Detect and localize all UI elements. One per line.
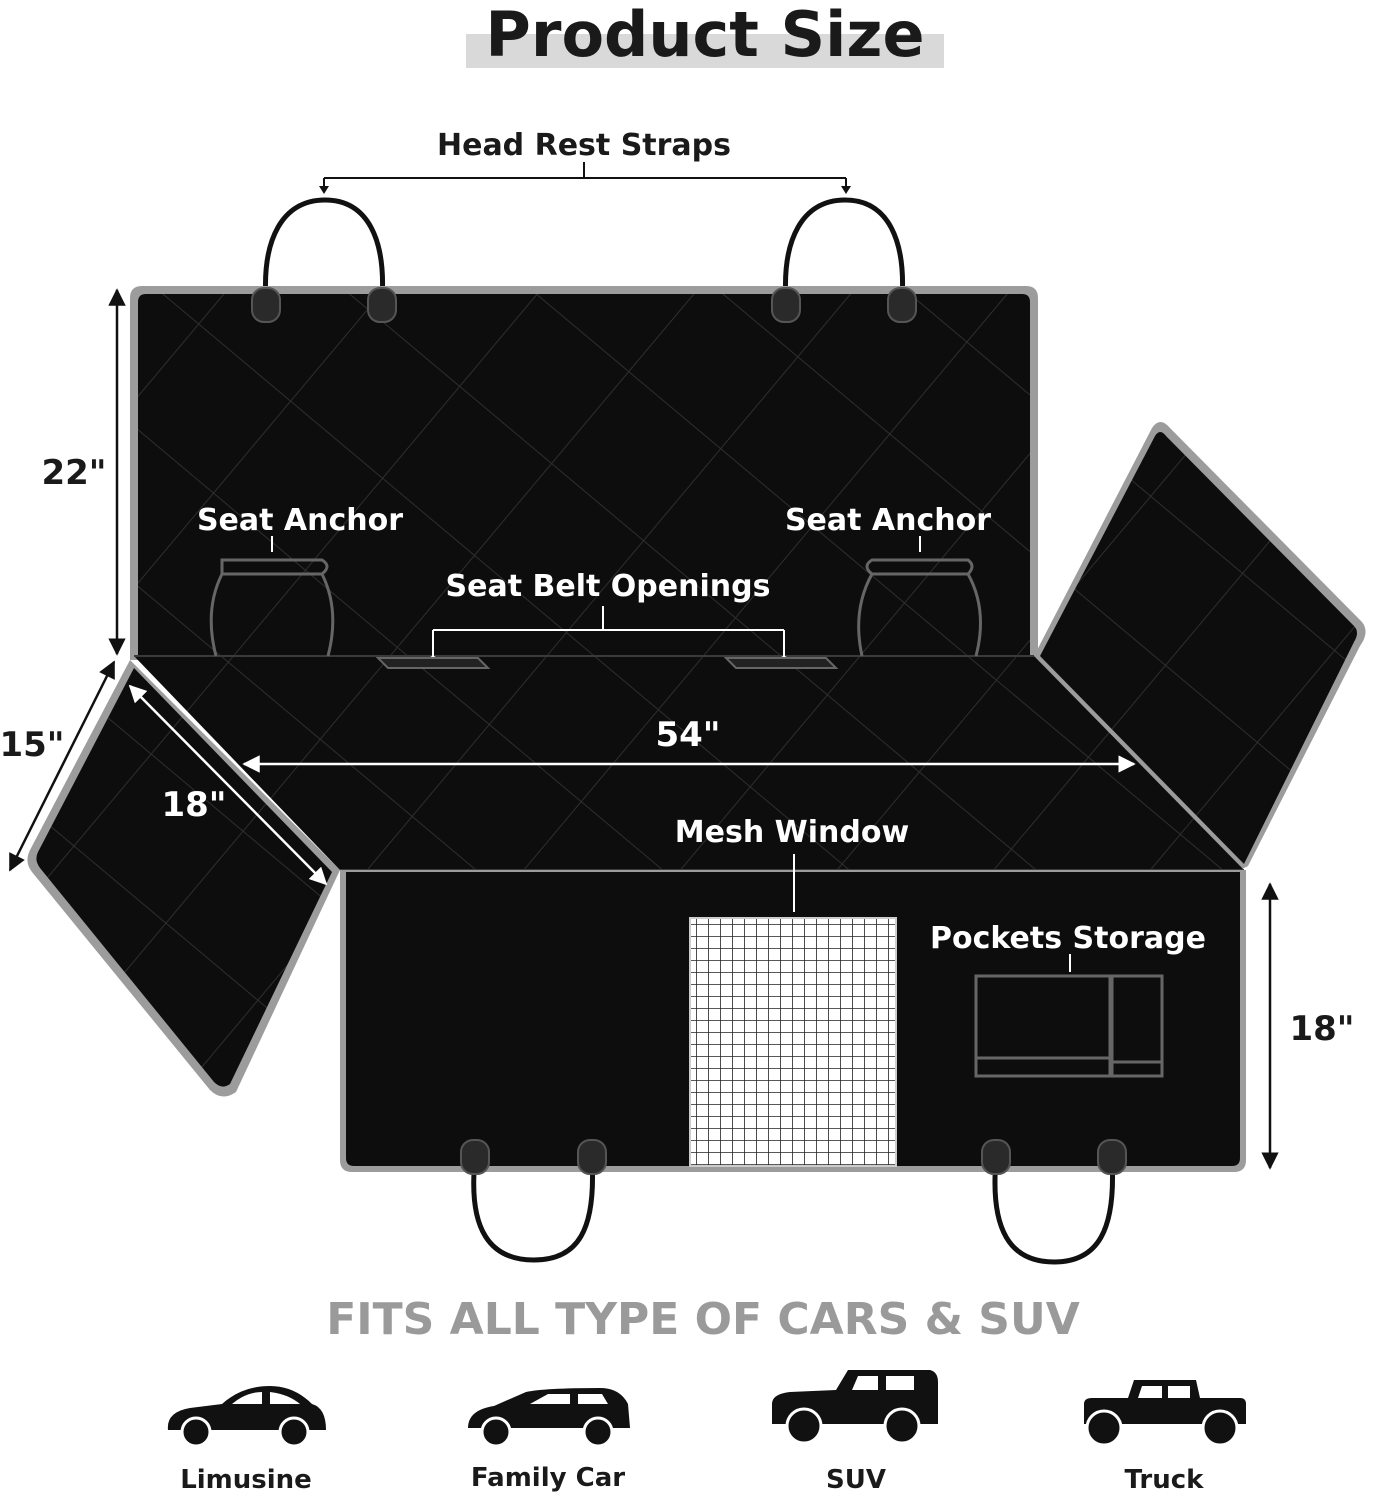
vehicle-limusine: Limusine [167,1386,326,1495]
strap-bottom-right [981,1139,1127,1265]
seat-anchor-left: Seat Anchor [197,503,403,657]
seat-anchor-left-label: Seat Anchor [197,503,403,538]
suv-icon [772,1370,938,1445]
vehicle-suv: SUV [772,1370,938,1495]
sedan-icon [167,1386,326,1448]
pockets-storage-label: Pockets Storage [930,921,1206,956]
side-flap-inner-dimension: 18" [128,684,328,886]
strap-tabs-top [251,287,917,323]
mesh-window-label: Mesh Window [675,815,909,850]
head-rest-strap-left [263,197,386,301]
page-title: Product Size [485,0,924,71]
back-height-label: 22" [41,453,106,493]
title-block: Product Size [466,0,944,71]
seat-anchor-right-label: Seat Anchor [785,503,991,538]
vehicle-family-car: Family Car [468,1388,630,1493]
fits-headline: FITS ALL TYPE OF CARS & SUV [326,1294,1080,1345]
seat-belt-openings-label: Seat Belt Openings [446,569,771,604]
vehicle-label: Truck [1125,1465,1205,1495]
vehicle-label: SUV [826,1465,886,1495]
width-dimension-label: 54" [655,715,720,755]
front-drop-dimension: 18" [1261,882,1355,1170]
vehicle-truck: Truck [1084,1380,1246,1495]
pockets-storage: Pockets Storage [930,921,1206,1078]
vehicle-label: Limusine [180,1465,312,1495]
head-rest-strap-right [783,197,906,301]
seat-belt-openings-callout: Seat Belt Openings [375,569,839,669]
side-flap-outer-dimension: 15" [0,660,116,872]
head-rest-straps-callout: Head Rest Straps [319,128,851,194]
strap-bottom-left [460,1139,607,1263]
mesh-window: Mesh Window [675,815,909,1167]
width-dimension: 54" [242,715,1136,773]
head-rest-straps-label: Head Rest Straps [437,128,731,163]
seat-anchor-right: Seat Anchor [785,503,991,657]
vehicle-label: Family Car [471,1463,625,1493]
side-flap-outer-label: 15" [0,725,65,765]
back-height-dimension: 22" [41,288,126,656]
front-drop-label: 18" [1289,1009,1354,1049]
right-side-flap [1034,422,1366,870]
wagon-icon [468,1388,630,1448]
side-flap-inner-label: 18" [161,785,226,825]
back-panel [130,286,1038,660]
truck-icon [1084,1380,1246,1447]
